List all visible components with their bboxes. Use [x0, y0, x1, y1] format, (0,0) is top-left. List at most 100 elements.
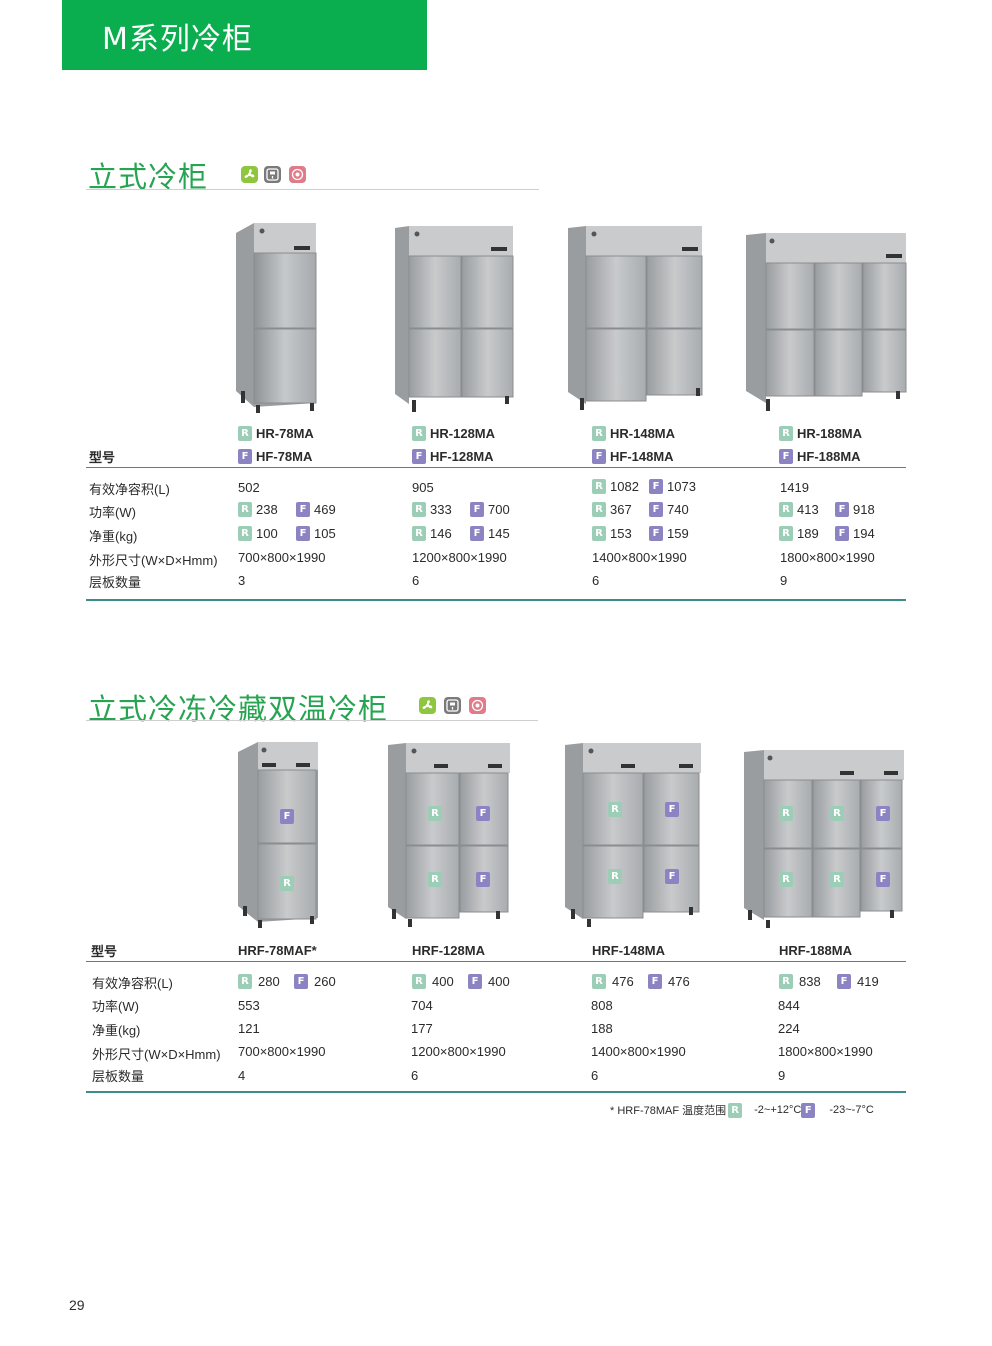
size-cell: 1400×800×1990: [591, 1044, 686, 1059]
thermostat-panel-icon: [264, 166, 281, 183]
fridge-image-hr148: [568, 224, 704, 412]
badge-f: F: [470, 502, 484, 517]
table2-bottom-rule: [86, 1091, 906, 1093]
power-cell: 844: [778, 998, 800, 1013]
model-name: HR-128MA: [430, 426, 496, 441]
model-name: HR-148MA: [610, 426, 676, 441]
size-cell: 1800×800×1990: [778, 1044, 873, 1059]
door-badge-r: R: [428, 872, 442, 887]
power-r-value: 367: [610, 502, 632, 517]
badge-f: F: [470, 526, 484, 541]
badge-r: R: [238, 974, 252, 989]
badge-f: F: [649, 479, 663, 494]
shelves-cell: 3: [238, 573, 245, 588]
badge-f: F: [468, 974, 482, 989]
size-value: 1400×800×1990: [592, 550, 687, 565]
size-value: 1400×800×1990: [591, 1044, 686, 1059]
power-f-value: 740: [667, 502, 689, 517]
weight-f-value: 194: [853, 526, 875, 541]
door-badge-r: R: [280, 876, 294, 891]
volume-r-value: 400: [432, 974, 454, 989]
door-badge-f: F: [280, 809, 294, 824]
fridge-image-hrf78: F R: [238, 740, 320, 928]
volume-r-value: 1082: [610, 479, 639, 494]
row-label-power: 功率(W): [89, 505, 136, 520]
badge-r: R: [412, 502, 426, 517]
badge-r: R: [592, 426, 606, 441]
shelves-value: 6: [412, 573, 420, 588]
door-badge-r: R: [779, 872, 793, 887]
header-bar: [62, 0, 427, 70]
volume-r-value: 280: [258, 974, 280, 989]
note-r-range: -2~+12°C: [754, 1104, 802, 1116]
badge-f: F: [835, 502, 849, 517]
shelves-cell: 6: [591, 1068, 598, 1083]
door-badge-r: R: [830, 872, 844, 887]
model-name: HF-188MA: [797, 449, 861, 464]
badge-r: R: [592, 974, 606, 989]
badge-r: R: [779, 526, 793, 541]
shelves-value: 6: [411, 1068, 419, 1083]
volume-cell: 1419: [780, 480, 809, 495]
door-badge-r: R: [608, 869, 622, 884]
model-name: HF-148MA: [610, 449, 674, 464]
badge-r: R: [779, 502, 793, 517]
shelves-value: 9: [780, 573, 788, 588]
fridge-image-hrf148: R F R F: [565, 741, 703, 927]
volume-r-value: 838: [799, 974, 821, 989]
power-value: 553: [238, 998, 260, 1013]
section1-title: 立式冷柜: [88, 160, 209, 194]
badge-f: F: [296, 502, 310, 517]
weight-cell: 121: [238, 1021, 260, 1036]
badge-f: F: [779, 449, 793, 464]
table1-bottom-rule: [86, 599, 906, 601]
weight-value: 188: [591, 1021, 613, 1036]
volume-value: 1419: [780, 480, 809, 495]
power-cell: 553: [238, 998, 260, 1013]
temperature-note: * HRF-78MAF 温度范围 R -2~+12°C F -23~-7°C: [610, 1102, 874, 1118]
section2-title-rule: [86, 720, 538, 721]
power-r-value: 333: [430, 502, 452, 517]
note-prefix: * HRF-78MAF 温度范围: [610, 1105, 727, 1117]
model-name: HRF-78MAF*: [238, 943, 317, 958]
model-name: HRF-188MA: [779, 943, 852, 958]
door-badge-r: R: [779, 806, 793, 821]
weight-f-value: 105: [314, 526, 336, 541]
volume-f-value: 476: [668, 974, 690, 989]
row-label-shelves: 层板数量: [92, 1069, 145, 1084]
shelves-cell: 4: [238, 1068, 245, 1083]
weight-f-value: 159: [667, 526, 689, 541]
weight-value: 177: [411, 1021, 433, 1036]
table1-header-rule: [86, 467, 906, 468]
defrost-icon: [469, 697, 486, 714]
power-f-value: 700: [488, 502, 510, 517]
shelves-cell: 6: [592, 573, 599, 588]
model-name: HR-78MA: [256, 426, 314, 441]
weight-r-value: 146: [430, 526, 452, 541]
fridge-image-hr128: [395, 224, 515, 414]
volume-value: 502: [238, 480, 260, 495]
power-cell: 808: [591, 998, 613, 1013]
badge-f: F: [801, 1102, 816, 1118]
row-label-weight: 净重(kg): [92, 1023, 141, 1038]
badge-f: F: [296, 526, 310, 541]
shelves-cell: 6: [411, 1068, 418, 1083]
size-cell: 700×800×1990: [238, 550, 325, 565]
power-value: 844: [778, 998, 800, 1013]
weight-f-value: 145: [488, 526, 510, 541]
badge-f: F: [649, 502, 663, 517]
volume-cell: 502: [238, 480, 260, 495]
power-cell: 704: [411, 998, 433, 1013]
section2-model-label: 型号: [91, 944, 118, 959]
page-header-title: M系列冷柜: [102, 22, 253, 57]
